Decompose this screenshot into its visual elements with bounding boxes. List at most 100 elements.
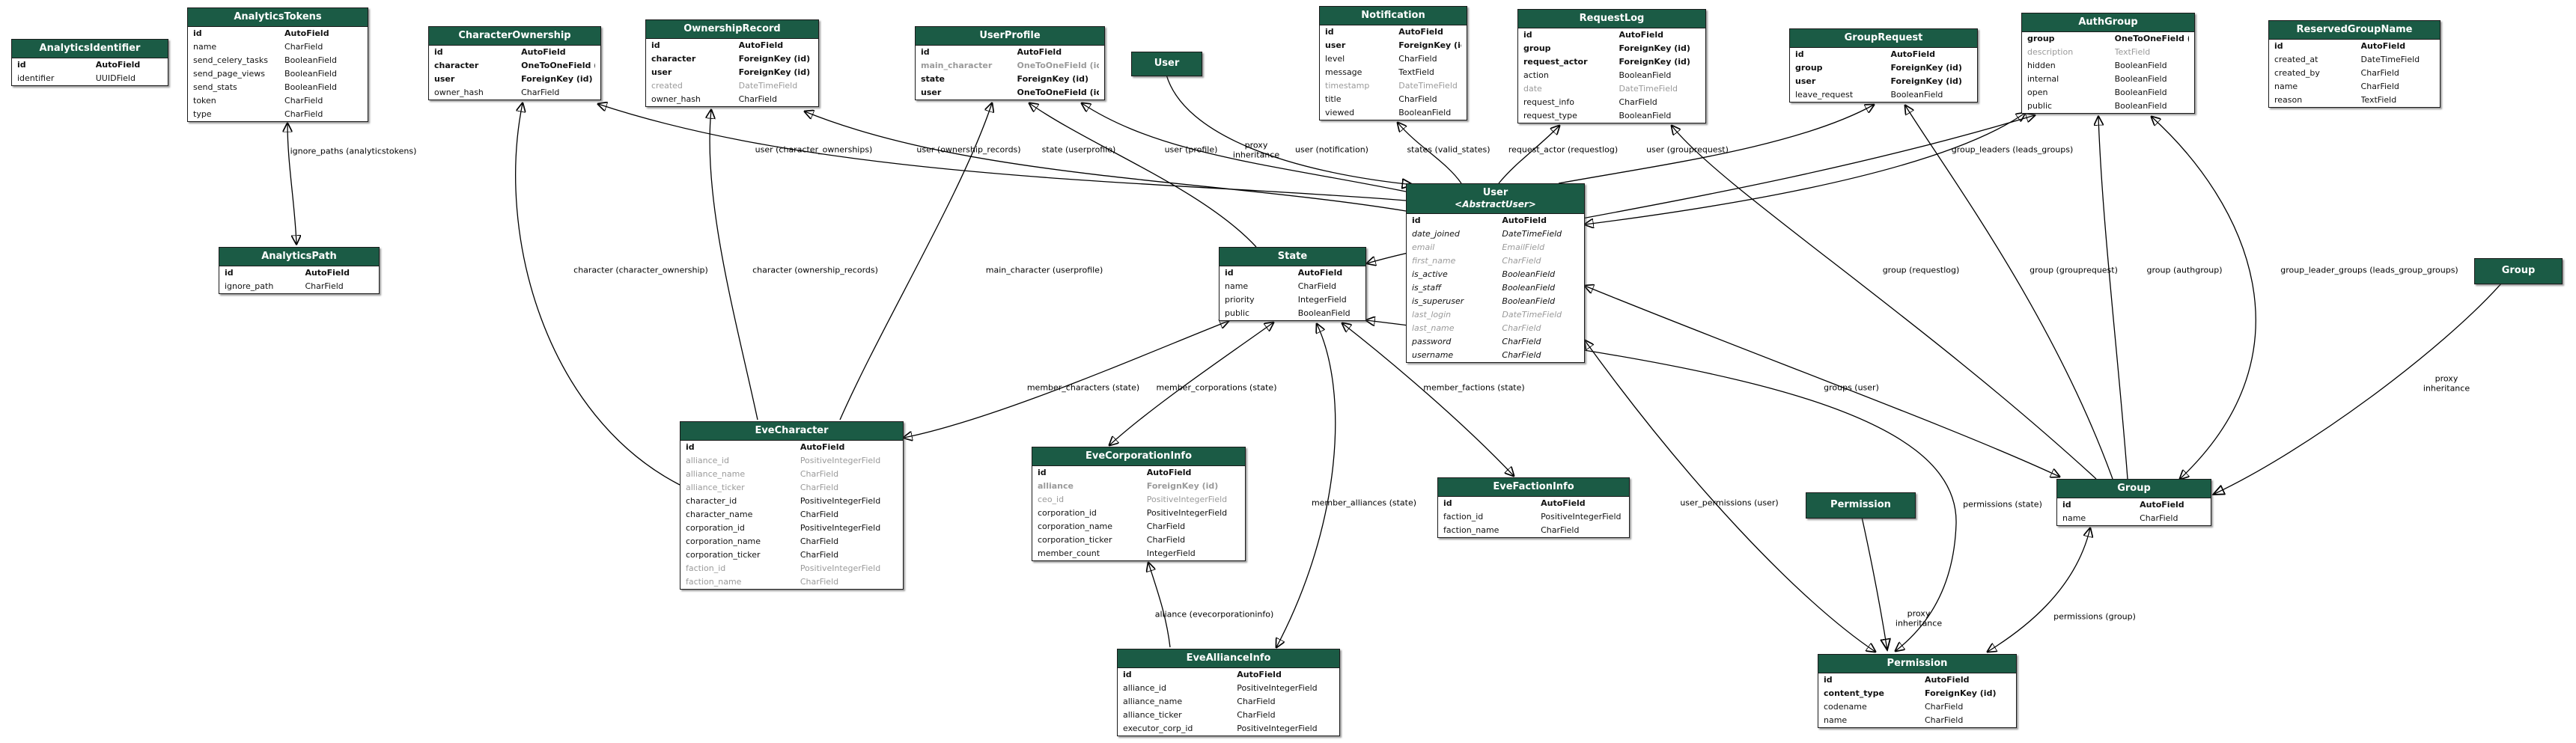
field-type: PositiveIntegerField [1146, 508, 1228, 519]
field-name: character_id [686, 496, 737, 507]
edge-label: state (userprofile) [1041, 144, 1116, 155]
field-type: DateTimeField [1398, 81, 1458, 91]
field-type: BooleanField [1297, 308, 1351, 319]
field-name: public [2027, 101, 2053, 111]
entity-name: AnalyticsPath [261, 251, 337, 262]
field-name: username [1412, 350, 1454, 361]
field-name: corporation_name [1038, 522, 1113, 532]
relationship-edge [1148, 563, 1171, 648]
field-name: user [1325, 40, 1346, 51]
field-name: timestamp [1325, 81, 1370, 91]
field-name: hidden [2027, 61, 2056, 71]
edge-label: permissions (state) [1963, 499, 2042, 510]
edge-label: member_alliances (state) [1311, 498, 1417, 508]
field-name: group [1523, 43, 1551, 54]
entity-stereotype: <AbstractUser> [1455, 199, 1536, 210]
field-type: AutoField [1541, 498, 1586, 509]
field-name: public [1225, 308, 1250, 319]
entity-name: EveFactionInfo [1493, 481, 1574, 492]
field-name: send_page_views [193, 69, 265, 79]
field-name: corporation_name [686, 536, 761, 547]
field-name: id [1038, 468, 1047, 478]
edge-label: states (valid_states) [1407, 144, 1491, 155]
edge-label: user (ownership_records) [916, 144, 1021, 155]
field-type: CharField [800, 577, 839, 587]
field-type: BooleanField [2114, 74, 2167, 85]
entity-name: OwnershipRecord [683, 23, 781, 34]
field-name: state [921, 74, 945, 85]
field-type: CharField [2360, 68, 2399, 79]
field-type: CharField [1502, 256, 1541, 266]
field-name: character_name [686, 510, 753, 520]
field-name: id [2062, 500, 2071, 510]
entity-title: Notification [1320, 7, 1467, 26]
field-type: AutoField [1619, 30, 1663, 40]
field-name: owner_hash [651, 94, 701, 105]
field-name: user [1795, 76, 1816, 87]
entity-title: Permission [1818, 655, 2016, 674]
field-name: id [921, 47, 930, 58]
field-name: ignore_path [225, 281, 274, 292]
edge-label: user (character_ownerships) [755, 144, 873, 155]
field-row: corporation_name CharField [680, 535, 903, 548]
entity-title: AnalyticsTokens [188, 8, 368, 28]
field-type: ForeignKey (id) [1398, 40, 1461, 51]
field-type: AutoField [521, 47, 566, 58]
field-name: send_stats [193, 82, 237, 93]
entity-permission: Permission [1806, 492, 1916, 519]
field-name: viewed [1325, 108, 1355, 118]
field-type: BooleanField [1502, 296, 1556, 307]
field-name: faction_id [686, 563, 726, 574]
field-type: TextField [1398, 67, 1434, 78]
field-row: user ForeignKey (id) [1320, 39, 1467, 52]
field-type: CharField [800, 536, 839, 547]
field-type: CharField [2140, 513, 2178, 524]
field-type: BooleanField [1398, 108, 1452, 118]
field-type: DateTimeField [1502, 310, 1562, 320]
field-name: character [651, 54, 696, 64]
field-name: name [1225, 281, 1249, 292]
entity-name: Permission [1830, 499, 1891, 511]
edge-label: group (grouprequest) [2030, 265, 2118, 275]
field-type: CharField [1146, 535, 1186, 545]
field-name: message [1325, 67, 1362, 78]
field-type: AutoField [1502, 215, 1547, 226]
field-type: PositiveIntegerField [1541, 512, 1622, 522]
field-name: id [17, 60, 26, 70]
entity-name: State [1277, 251, 1308, 262]
field-name: name [2274, 82, 2298, 92]
field-type: AutoField [738, 40, 784, 51]
field-type: AutoField [1398, 27, 1443, 37]
entity-name: EveAllianceInfo [1186, 652, 1271, 664]
field-type: CharField [1398, 94, 1437, 105]
